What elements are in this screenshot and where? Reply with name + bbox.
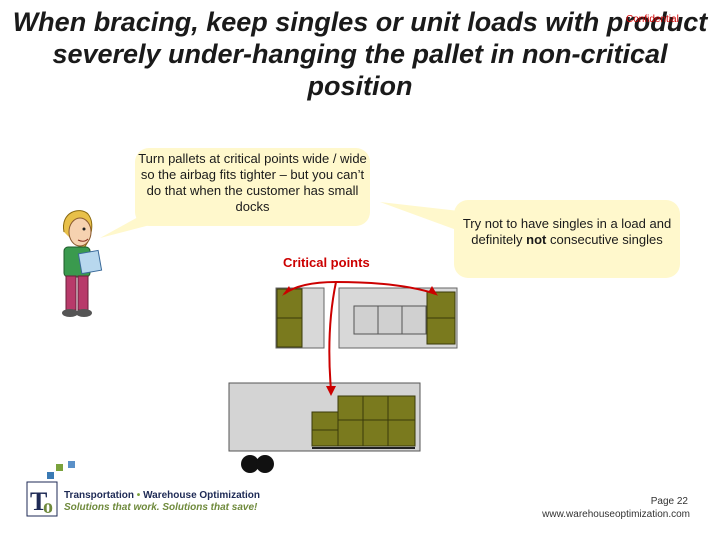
logo-brand-part1: Transportation bbox=[64, 490, 135, 501]
speech-bubble-right: Try not to have singles in a load and de… bbox=[454, 200, 680, 278]
arrowheads bbox=[282, 286, 438, 396]
bubble-right-text: Try not to have singles in a load and de… bbox=[462, 216, 672, 247]
svg-text:T: T bbox=[30, 487, 47, 516]
logo-brand-part2: Warehouse Optimization bbox=[143, 490, 260, 501]
logo-separator-dot: • bbox=[136, 490, 141, 501]
slide-title: When bracing, keep singles or unit loads… bbox=[12, 7, 708, 101]
top-view-diagram bbox=[275, 287, 458, 349]
person-illustration bbox=[62, 210, 103, 317]
logo-brand: Transportation • Warehouse Optimization bbox=[64, 490, 260, 501]
logo-mark: T o bbox=[26, 461, 75, 518]
speech-bubble-left: Turn pallets at critical points wide / w… bbox=[135, 148, 370, 226]
confidential-label: Confidential bbox=[626, 14, 679, 25]
critical-points-label: Critical points bbox=[283, 255, 370, 270]
bubble-right-emphasis: not bbox=[526, 232, 547, 247]
trailer-diagram bbox=[228, 382, 421, 473]
bubble-right-text-end: consecutive singles bbox=[546, 232, 663, 247]
svg-text:o: o bbox=[43, 496, 53, 518]
website-url: www.warehouseoptimization.com bbox=[542, 509, 690, 520]
bubble-right-tail bbox=[380, 202, 468, 232]
logo-tagline: Solutions that work. Solutions that save… bbox=[64, 502, 258, 513]
page-number: Page 22 bbox=[650, 496, 688, 507]
